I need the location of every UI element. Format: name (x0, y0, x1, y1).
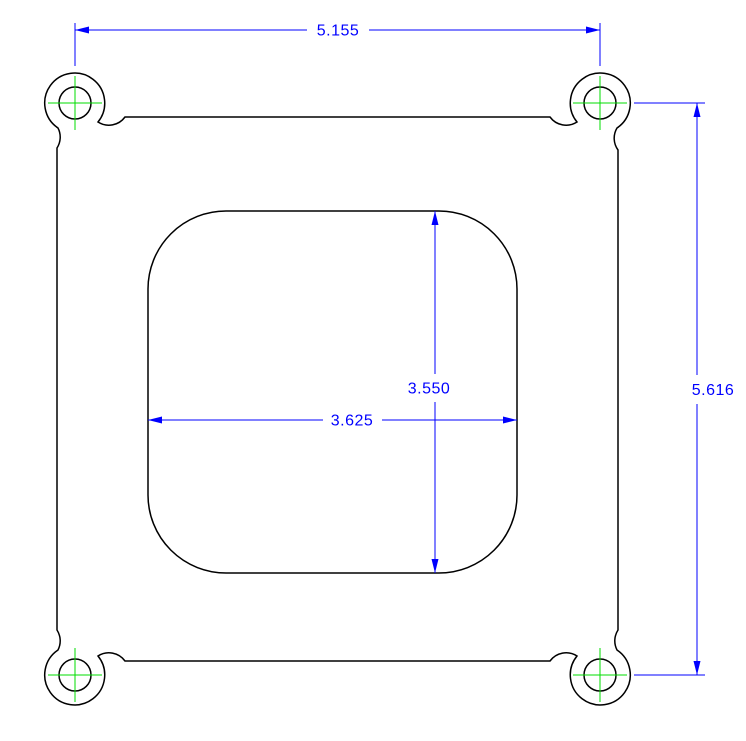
arrowhead-opening-height-bottom (431, 559, 439, 573)
arrowhead-right-dim-top (693, 103, 701, 117)
dim-label-opening-width: 3.625 (331, 413, 374, 430)
arrowhead-opening-width-right (503, 416, 517, 424)
dim-label-opening-height: 3.550 (408, 381, 451, 398)
arrowhead-opening-width-left (148, 416, 162, 424)
arrowhead-right-dim-bottom (693, 661, 701, 675)
plate-outline (44, 72, 631, 706)
arrowhead-top-dim-right (586, 26, 600, 34)
arrowhead-top-dim-left (75, 26, 89, 34)
dim-label-bolt-span-width: 5.155 (317, 23, 360, 40)
center-marks-layer (48, 76, 627, 702)
dimension-lines-layer (74, 23, 705, 676)
arrowhead-opening-height-top (431, 211, 439, 225)
dimension-arrowheads-layer (75, 26, 701, 675)
dimension-labels-layer: 5.155 5.616 3.625 3.550 (317, 23, 735, 430)
dim-label-bolt-span-height: 5.616 (692, 382, 735, 399)
center-opening (147, 210, 518, 574)
plate-geometry-layer (44, 72, 631, 706)
